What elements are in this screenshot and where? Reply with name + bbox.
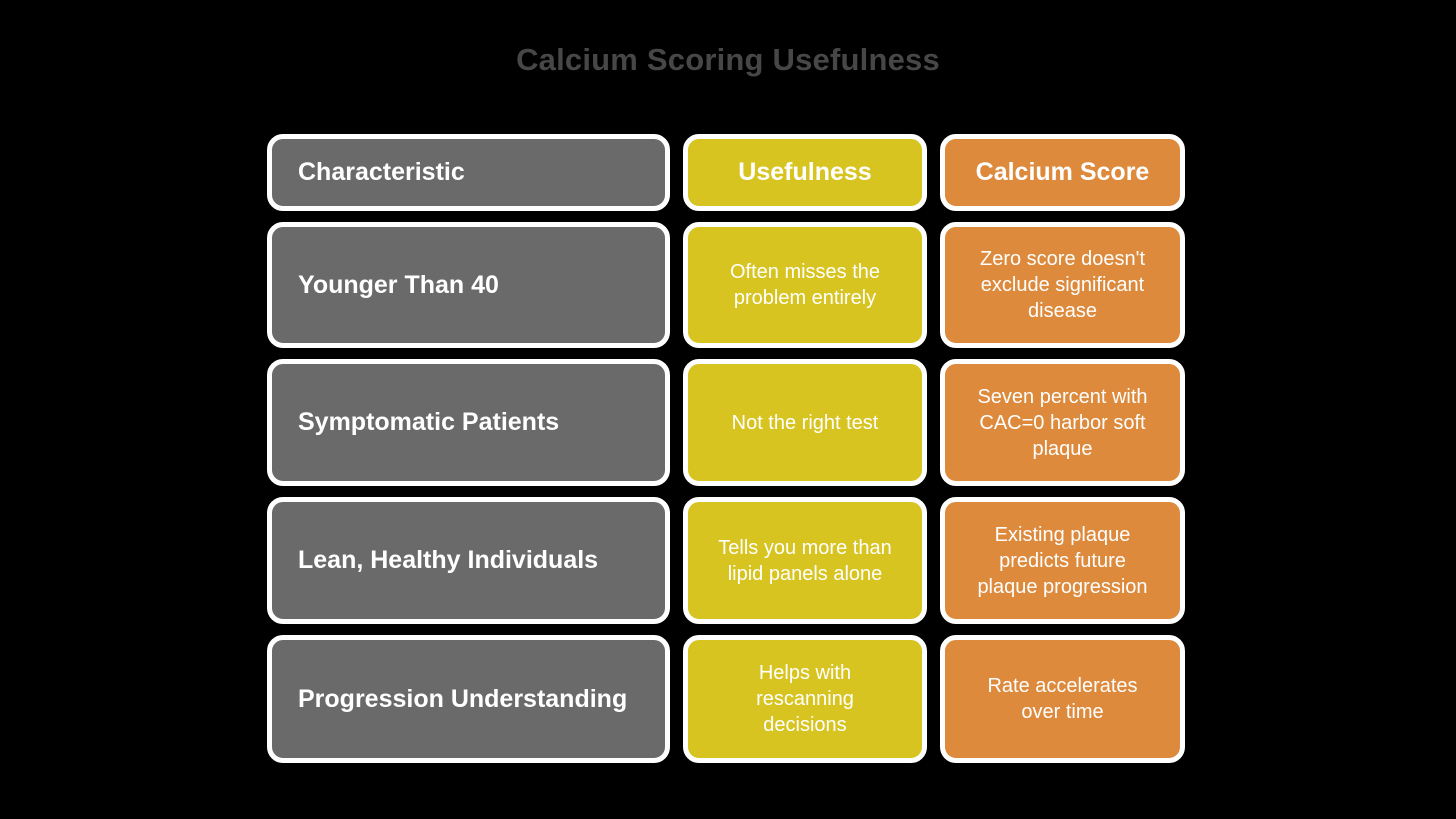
cell-text: Younger Than 40	[298, 270, 499, 299]
table-row-4-calcium-score: Rate accelerates over time	[940, 635, 1185, 763]
header-label-usefulness: Usefulness	[738, 158, 872, 186]
table-row-1-calcium-score: Zero score doesn't exclude significant d…	[940, 222, 1185, 348]
table-row-2-usefulness: Not the right test	[683, 359, 927, 486]
header-label-characteristic: Characteristic	[298, 158, 465, 186]
table-row-3-calcium-score: Existing plaque predicts future plaque p…	[940, 497, 1185, 624]
table-row-1-usefulness: Often misses the problem entirely	[683, 222, 927, 348]
usefulness-table: Characteristic Usefulness Calcium Score …	[267, 134, 1185, 763]
cell-text: Rate accelerates over time	[987, 675, 1138, 723]
table-row-4-usefulness: Helps with rescanning decisions	[683, 635, 927, 763]
cell-text: Lean, Healthy Individuals	[298, 546, 599, 574]
cell-text: Not the right test	[731, 411, 879, 434]
cell-text: Tells you more than lipid panels alone	[718, 536, 892, 585]
table-row-2-characteristic: Symptomatic Patients	[267, 359, 670, 486]
header-label-calcium-score: Calcium Score	[975, 158, 1150, 186]
header-cell-characteristic: Characteristic	[267, 134, 670, 211]
cell-text: Helps with rescanning decisions	[756, 662, 854, 736]
table-row-2-calcium-score: Seven percent with CAC=0 harbor soft pla…	[940, 359, 1185, 486]
cell-text: Existing plaque predicts future plaque p…	[977, 523, 1148, 598]
table-row-1-characteristic: Younger Than 40	[267, 222, 670, 348]
table-row-4-characteristic: Progression Understanding	[267, 635, 670, 763]
table-row-3-characteristic: Lean, Healthy Individuals	[267, 497, 670, 624]
cell-text: Zero score doesn't exclude significant d…	[979, 248, 1145, 322]
header-cell-usefulness: Usefulness	[683, 134, 927, 211]
cell-text: Symptomatic Patients	[298, 408, 560, 436]
page-title: Calcium Scoring Usefulness	[516, 42, 940, 77]
cell-text: Often misses the problem entirely	[729, 261, 881, 309]
header-cell-calcium-score: Calcium Score	[940, 134, 1185, 211]
table-row-3-usefulness: Tells you more than lipid panels alone	[683, 497, 927, 624]
cell-text: Seven percent with CAC=0 harbor soft pla…	[977, 385, 1148, 460]
cell-text: Progression Understanding	[298, 684, 628, 713]
